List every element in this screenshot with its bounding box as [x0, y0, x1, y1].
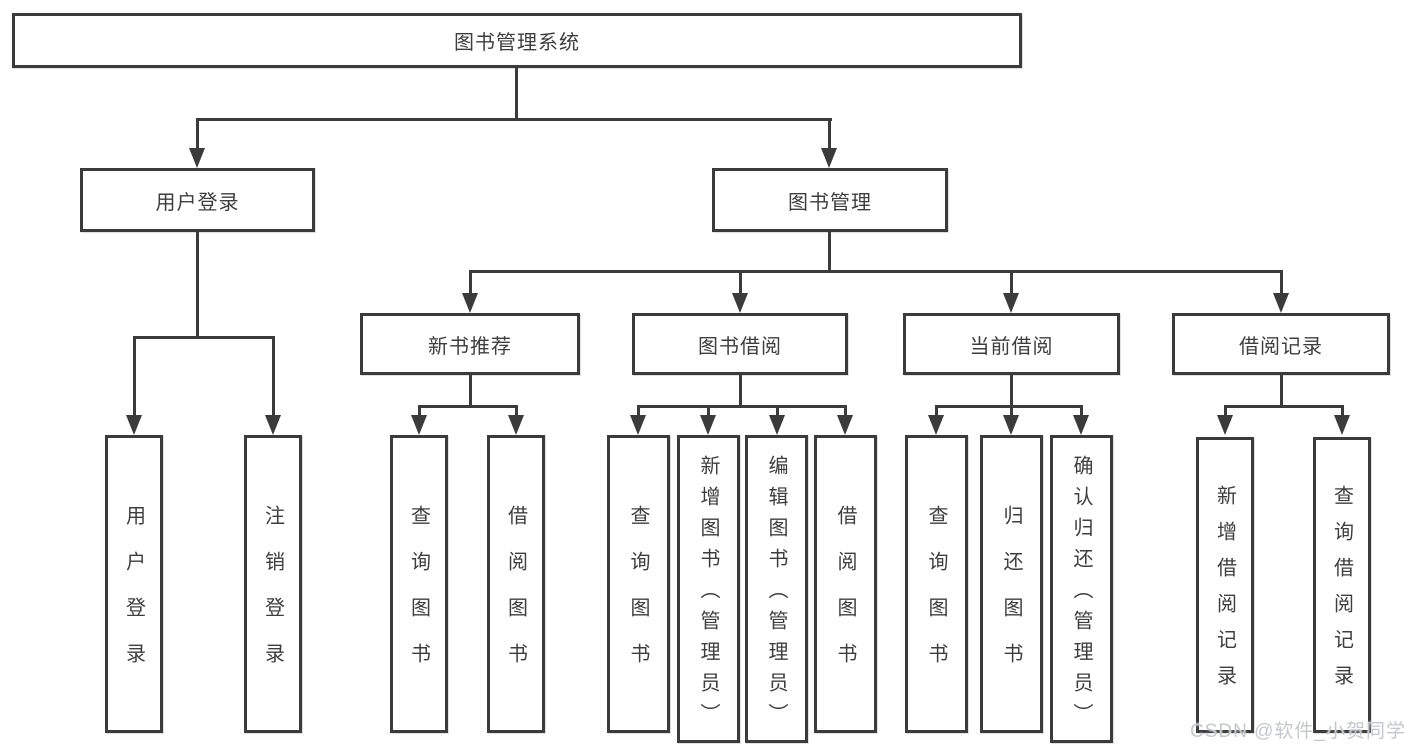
leaf-borrowing-query-books: 查询图书 — [607, 435, 670, 733]
leaf-borrowing-edit-books-admin-label: 编辑图书（管理员） — [765, 455, 787, 734]
connector-drop-logout-leaf — [272, 336, 275, 418]
node-new-book-recommend-label: 新书推荐 — [428, 335, 512, 358]
node-book-management-label: 图书管理 — [788, 191, 872, 214]
connector-level1-spread — [196, 118, 832, 121]
arrow-down-icon — [1003, 415, 1019, 435]
leaf-records-add-record: 新增借阅记录 — [1196, 437, 1254, 733]
connector-drop-user-login-leaf — [133, 336, 136, 418]
arrow-down-icon — [732, 293, 748, 313]
leaf-recommend-borrow-books-label: 借阅图书 — [504, 505, 527, 689]
leaf-recommend-borrow-books: 借阅图书 — [487, 435, 545, 733]
node-book-borrowing-label: 图书借阅 — [698, 335, 782, 358]
leaf-records-query-record-label: 查询借阅记录 — [1330, 485, 1353, 701]
connector-drop-leaf — [935, 405, 938, 417]
connector-drop-leaf — [515, 405, 518, 417]
connector-records-stub — [1280, 373, 1283, 407]
leaf-records-query-record: 查询借阅记录 — [1313, 437, 1371, 733]
node-library-system: 图书管理系统 — [12, 13, 1022, 68]
arrow-down-icon — [189, 148, 205, 168]
connector-drop-new-book-recommend — [469, 270, 472, 295]
node-book-borrowing: 图书借阅 — [632, 313, 848, 375]
node-book-management: 图书管理 — [712, 168, 948, 232]
csdn-watermark: CSDN @软件_小贺同学 — [1190, 721, 1405, 742]
connector-drop-book-management — [828, 118, 831, 150]
node-user-login: 用户登录 — [80, 168, 315, 232]
connector-drop-leaf — [776, 405, 779, 417]
arrow-down-icon — [837, 415, 853, 435]
arrow-down-icon — [630, 415, 646, 435]
leaf-borrowing-query-books-label: 查询图书 — [627, 505, 649, 689]
arrow-down-icon — [769, 415, 785, 435]
leaf-current-confirm-return-admin: 确认归还（管理员） — [1050, 435, 1113, 743]
arrow-down-icon — [1003, 293, 1019, 313]
arrow-down-icon — [928, 415, 944, 435]
connector-current-stub — [1010, 373, 1013, 407]
arrow-down-icon — [700, 415, 716, 435]
connector-recommend-stub — [469, 373, 472, 407]
leaf-borrowing-add-books-admin-label: 新增图书（管理员） — [697, 455, 719, 734]
connector-borrowing-stub — [739, 373, 742, 407]
leaf-recommend-query-books: 查询图书 — [390, 435, 448, 733]
connector-drop-leaf — [418, 405, 421, 417]
connector-drop-borrowing-records — [1280, 270, 1283, 295]
arrow-down-icon — [508, 415, 524, 435]
leaf-borrowing-borrow-books-label: 借阅图书 — [834, 505, 856, 689]
node-user-login-label: 用户登录 — [155, 191, 240, 214]
leaf-current-query-books-label: 查询图书 — [925, 505, 947, 689]
connector-book-management-stub — [828, 230, 831, 273]
arrow-down-icon — [1217, 415, 1233, 435]
connector-drop-leaf — [1224, 405, 1227, 417]
node-new-book-recommend: 新书推荐 — [360, 313, 580, 375]
leaf-current-return-books-label: 归还图书 — [1000, 505, 1022, 689]
arrow-down-icon — [821, 148, 837, 168]
connector-current-spread — [935, 405, 1083, 408]
leaf-current-return-books: 归还图书 — [980, 435, 1043, 733]
connector-recommend-spread — [418, 405, 518, 408]
connector-drop-leaf — [844, 405, 847, 417]
leaf-recommend-query-books-label: 查询图书 — [407, 505, 430, 689]
leaf-borrowing-borrow-books: 借阅图书 — [814, 435, 877, 733]
arrow-down-icon — [265, 415, 281, 435]
connector-drop-leaf — [637, 405, 640, 417]
leaf-current-confirm-return-admin-label: 确认归还（管理员） — [1070, 455, 1092, 734]
leaf-borrowing-edit-books-admin: 编辑图书（管理员） — [745, 435, 808, 743]
node-library-system-label: 图书管理系统 — [454, 32, 580, 54]
connector-records-spread — [1224, 405, 1344, 408]
leaf-borrowing-add-books-admin: 新增图书（管理员） — [677, 435, 740, 743]
leaf-user-login-label: 用户登录 — [122, 505, 145, 689]
node-current-borrowing: 当前借阅 — [903, 313, 1120, 375]
leaf-current-query-books: 查询图书 — [905, 435, 968, 733]
leaf-records-add-record-label: 新增借阅记录 — [1213, 485, 1236, 701]
arrow-down-icon — [1334, 415, 1350, 435]
connector-drop-leaf — [707, 405, 710, 417]
connector-drop-leaf — [1010, 405, 1013, 417]
leaf-user-login: 用户登录 — [105, 435, 163, 733]
connector-drop-leaf — [1341, 405, 1344, 417]
arrow-down-icon — [462, 293, 478, 313]
arrow-down-icon — [1273, 293, 1289, 313]
arrow-down-icon — [411, 415, 427, 435]
connector-borrowing-spread — [637, 405, 847, 408]
connector-root-stub — [515, 66, 518, 121]
node-borrowing-records: 借阅记录 — [1172, 313, 1390, 375]
arrow-down-icon — [1073, 415, 1089, 435]
node-borrowing-records-label: 借阅记录 — [1239, 335, 1323, 358]
connector-level3-spread — [469, 270, 1283, 273]
connector-user-login-spread — [133, 336, 275, 339]
node-current-borrowing-label: 当前借阅 — [969, 335, 1054, 358]
connector-drop-book-borrowing — [739, 270, 742, 295]
connector-user-login-stub — [196, 230, 199, 338]
arrow-down-icon — [126, 415, 142, 435]
leaf-logout: 注销登录 — [244, 435, 302, 733]
connector-drop-current-borrowing — [1010, 270, 1013, 295]
connector-drop-user-login — [196, 118, 199, 150]
connector-drop-leaf — [1080, 405, 1083, 417]
leaf-logout-label: 注销登录 — [261, 505, 284, 689]
